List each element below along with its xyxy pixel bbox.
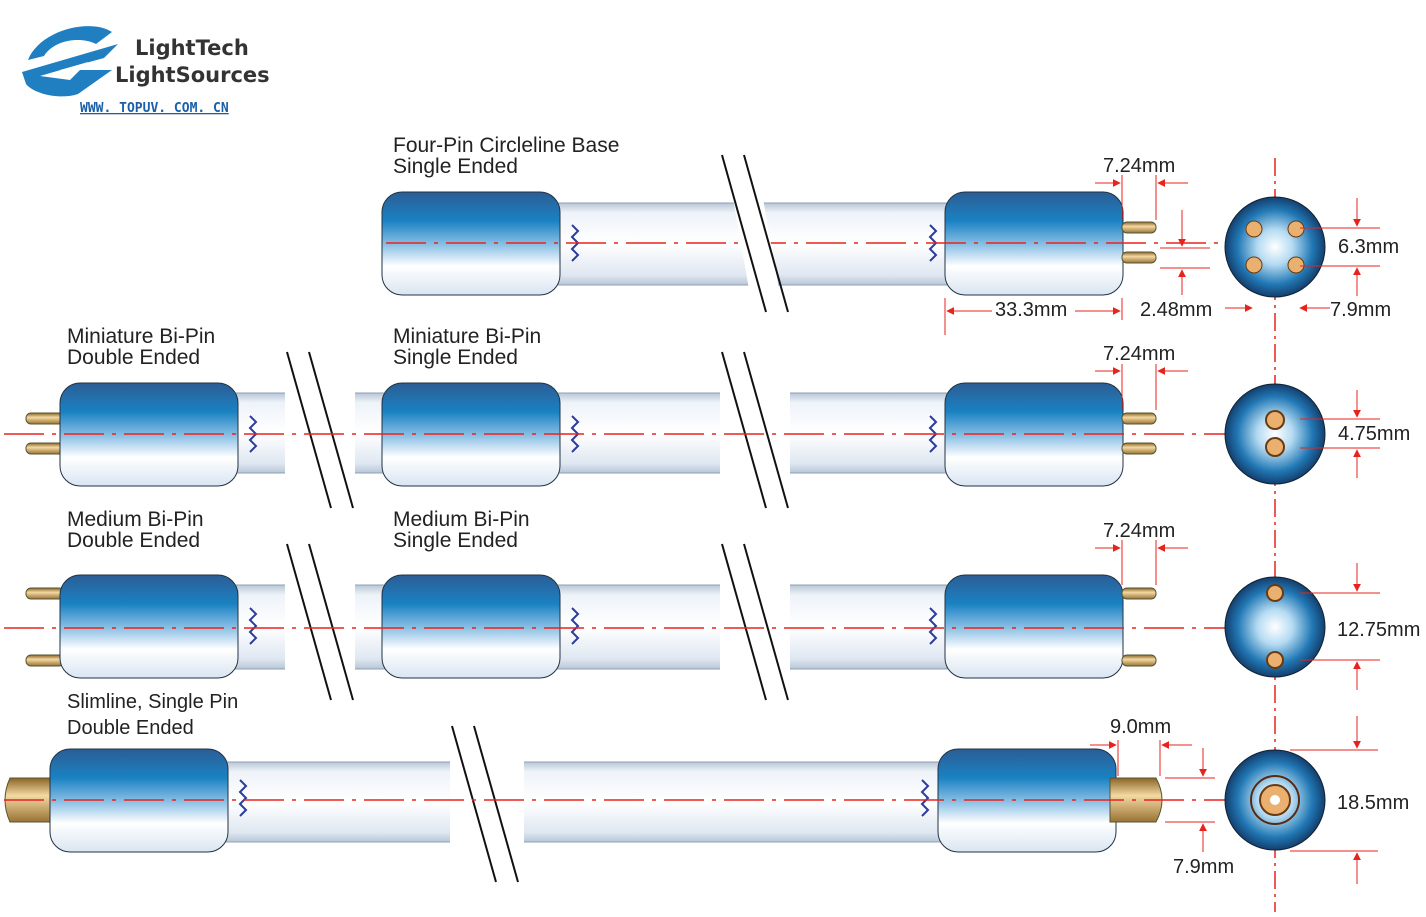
- slim-label-line2: Double Ended: [67, 717, 194, 739]
- brand-line1: LightTech: [135, 36, 249, 60]
- med-pin-length: 7.24mm: [1103, 520, 1175, 542]
- medium-double-ended-lamp: [25, 542, 396, 702]
- miniature-double-ended-lamp: [25, 350, 396, 510]
- slim-diameter: 18.5mm: [1337, 792, 1409, 814]
- filament-icon: [928, 607, 938, 645]
- mini-pin-length: 7.24mm: [1103, 343, 1175, 365]
- four-pin-pin-diameter: 2.48mm: [1140, 299, 1212, 321]
- medium-end-view: [1224, 576, 1326, 678]
- mini-de-label-line1: Miniature Bi-Pin: [67, 325, 215, 348]
- four-pin-base-length: 33.3mm: [995, 299, 1067, 321]
- slimline-end-view: [1224, 749, 1326, 851]
- med-de-label-line1: Medium Bi-Pin: [67, 508, 204, 531]
- mini-de-label-line2: Double Ended: [67, 346, 200, 369]
- filament-icon: [570, 607, 580, 645]
- mini-se-label-line1: Miniature Bi-Pin: [393, 325, 541, 348]
- filament-icon: [920, 779, 930, 817]
- slim-pin-diameter: 7.9mm: [1173, 856, 1234, 878]
- four-pin-bolt-circle: 7.9mm: [1330, 299, 1391, 321]
- slimline-lamp: [4, 724, 1163, 884]
- slim-label-line1: Slimline, Single Pin: [67, 691, 238, 713]
- four-pin-pin-spacing: 6.3mm: [1338, 236, 1399, 258]
- miniature-single-ended-lamp: [381, 350, 1157, 510]
- filament-icon: [248, 607, 258, 645]
- four-pin-label-line2: Single Ended: [393, 155, 518, 178]
- filament-icon: [238, 779, 248, 817]
- slim-pin-length: 9.0mm: [1110, 716, 1171, 738]
- four-pin-label-line1: Four-Pin Circleline Base: [393, 134, 619, 157]
- four-pin-pin-length: 7.24mm: [1103, 155, 1175, 177]
- medium-single-ended-lamp: [381, 542, 1157, 702]
- med-se-label-line1: Medium Bi-Pin: [393, 508, 530, 531]
- brand-url[interactable]: WWW. TOPUV. COM. CN: [80, 101, 229, 116]
- four-pin-lamp: [381, 152, 1225, 322]
- med-se-label-line2: Single Ended: [393, 529, 518, 552]
- med-pin-spacing: 12.75mm: [1337, 619, 1420, 641]
- logo-mark-icon: [28, 26, 112, 60]
- med-de-label-line2: Double Ended: [67, 529, 200, 552]
- brand-logo: LightTech LightSources WWW. TOPUV. COM. …: [22, 26, 270, 116]
- mini-se-label-line2: Single Ended: [393, 346, 518, 369]
- mini-pin-spacing: 4.75mm: [1338, 423, 1410, 445]
- miniature-end-view: [1224, 383, 1326, 485]
- brand-line2: LightSources: [115, 63, 270, 87]
- four-pin-end-view: [1224, 196, 1326, 298]
